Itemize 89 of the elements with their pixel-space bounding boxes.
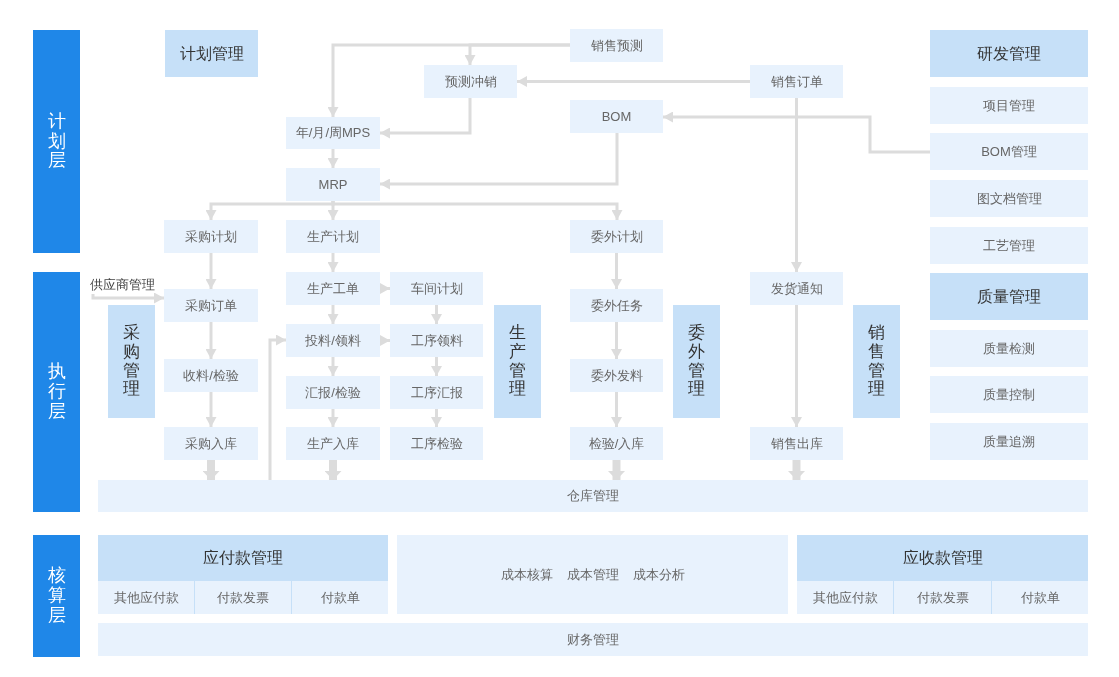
arrow: [611, 392, 622, 427]
process-box: 销售预测: [570, 29, 663, 62]
process-box: 年/月/周MPS: [286, 117, 380, 149]
arrow: [517, 76, 750, 87]
module-header: 计划管理: [165, 30, 258, 77]
arrow: [431, 409, 442, 427]
source-label: 供应商管理: [90, 276, 160, 294]
process-box: 收料/检验: [164, 359, 258, 392]
module-bar: 仓库管理: [98, 480, 1088, 512]
arrow: [431, 305, 442, 324]
module-tag: 生产管理: [494, 305, 541, 418]
arrow: [380, 283, 390, 294]
arrow: [331, 200, 623, 220]
process-box: 检验/入库: [570, 427, 663, 460]
module-tag: 销售管理: [853, 305, 900, 418]
ledger-cell: 付款发票: [894, 581, 991, 614]
process-box: 工艺管理: [930, 227, 1088, 264]
process-box: 委外计划: [570, 220, 663, 253]
process-box: 质量检测: [930, 330, 1088, 367]
ledger-cell: 其他应付款: [98, 581, 194, 614]
arrow: [205, 392, 217, 427]
ledger-cell: 付款发票: [195, 581, 291, 614]
module-tag: 委外管理: [673, 305, 720, 418]
ledger-cell: 付款单: [992, 581, 1088, 614]
item-label: 成本分析: [632, 565, 685, 584]
module-bar: 财务管理: [98, 623, 1088, 656]
process-box: 汇报/检验: [286, 376, 380, 409]
process-box: 质量控制: [930, 376, 1088, 413]
item-label: 成本核算: [500, 565, 553, 584]
panel-heading: 应付款管理: [202, 548, 284, 568]
process-box: 工序检验: [390, 427, 483, 460]
arrow: [611, 253, 622, 289]
process-box: 委外任务: [570, 289, 663, 322]
process-box: 发货通知: [750, 272, 843, 305]
process-box: 销售出库: [750, 427, 843, 460]
arrow: [327, 409, 339, 427]
thick-arrow: [608, 460, 625, 480]
arrow: [91, 292, 164, 304]
process-box: 生产入库: [286, 427, 380, 460]
arrow: [791, 305, 802, 427]
process-box: 销售订单: [750, 65, 843, 98]
arrow: [327, 305, 339, 324]
process-box: MRP: [286, 168, 380, 201]
thick-arrow: [202, 460, 220, 480]
process-box: 投料/领料: [286, 324, 380, 357]
process-box: 生产计划: [286, 220, 380, 253]
arrow: [380, 133, 619, 190]
ledger-panel: [797, 535, 1088, 614]
panel-heading: 应收款管理: [901, 548, 984, 568]
process-box: 项目管理: [930, 87, 1088, 124]
module-header: 质量管理: [930, 273, 1088, 320]
process-box: 质量追溯: [930, 423, 1088, 460]
ledger-panel: [98, 535, 388, 614]
layer-bar: 计划层: [33, 30, 80, 253]
arrow: [205, 322, 217, 359]
item-label: 成本管理: [566, 565, 619, 584]
ledger-cell: 付款单: [292, 581, 388, 614]
arrow: [327, 357, 339, 376]
process-box: 生产工单: [286, 272, 380, 305]
arrow: [327, 149, 339, 168]
thick-arrow: [324, 460, 342, 480]
ledger-cell: 其他应付款: [797, 581, 893, 614]
arrow: [205, 253, 217, 289]
layer-bar: 核算层: [33, 535, 80, 657]
process-box: 工序领料: [390, 324, 483, 357]
arrow: [611, 322, 622, 359]
process-box: 工序汇报: [390, 376, 483, 409]
arrow: [663, 111, 930, 154]
process-box: 采购入库: [164, 427, 258, 460]
process-box: 采购计划: [164, 220, 258, 253]
process-box: BOM: [570, 100, 663, 133]
arrow: [205, 201, 335, 220]
process-box: 预测冲销: [424, 65, 517, 98]
arrow: [327, 253, 339, 272]
arrow: [431, 357, 442, 376]
arrow: [380, 98, 472, 139]
module-tag: 采购管理: [108, 305, 155, 418]
arrow: [327, 43, 570, 117]
process-box: BOM管理: [930, 133, 1088, 170]
process-box: 图文档管理: [930, 180, 1088, 217]
arrow: [268, 334, 286, 480]
thick-arrow: [788, 460, 805, 480]
module-header: 研发管理: [930, 30, 1088, 77]
arrow: [791, 98, 802, 272]
layer-bar: 执行层: [33, 272, 80, 512]
arrow: [380, 335, 390, 346]
process-box: 采购订单: [164, 289, 258, 322]
process-box: 车间计划: [390, 272, 483, 305]
process-box: 委外发料: [570, 359, 663, 392]
